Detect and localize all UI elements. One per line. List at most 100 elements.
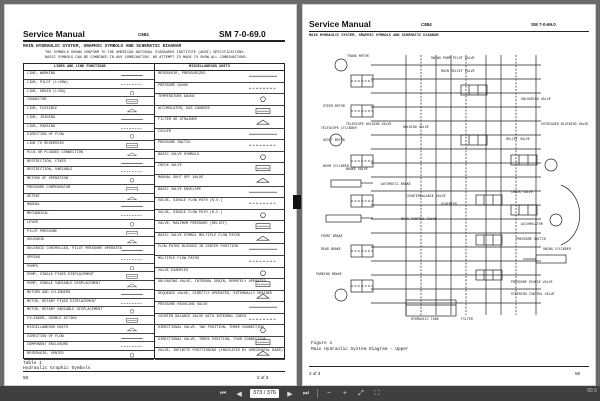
schematic-label: UNLOADING VALVE: [521, 97, 551, 101]
symbol-row: VALVE, SINGLE FLOW PATH (N.C.): [155, 210, 285, 222]
left-section-title: MAIN HYDRAULIC SYSTEM, GRAPHIC SYMBOLS A…: [23, 44, 182, 49]
symbol-graphic-icon: [260, 212, 266, 218]
schematic-label: STEER MOTOR: [323, 104, 345, 108]
symbol-graphic-icon: [126, 318, 138, 323]
schematic-label: RELIEF VALVE: [506, 137, 530, 141]
schematic-label: FRONT BRAKE: [321, 234, 343, 238]
right-brand: Service Manual: [309, 19, 371, 29]
symbol-graphic-icon: [256, 120, 270, 125]
symbol-row: VALVE, SINGLE FLOW PATH (N.O.): [155, 198, 285, 210]
symbol-label: PRESSURE SWITCH: [158, 141, 191, 146]
symbol-label: PUMP, SINGLE VARIABLE DISPLACEMENT: [27, 282, 101, 287]
symbol-graphic-icon: [249, 145, 277, 146]
first-page-button[interactable]: ⏮: [219, 389, 227, 397]
symbol-label: DIRECTIONAL VALVE, THREE POSITION, FOUR …: [158, 337, 266, 342]
symbol-label: DETENT: [27, 194, 40, 199]
schematic-label: CHECK VALVE: [511, 190, 533, 194]
symbol-label: MOTOR, ROTARY VARIABLE DISPLACEMENT: [27, 308, 103, 313]
zoom-out-icon[interactable]: −: [326, 390, 332, 397]
symbol-label: MOTOR, ROTARY FIXED DISPLACEMENT: [27, 299, 97, 304]
symbol-graphic-icon: [121, 215, 143, 216]
symbol-row: LINE, DRAIN (L<5W): [24, 89, 154, 98]
symbol-graphic-icon: [126, 230, 138, 236]
symbol-row: LINE TO RESERVOIR: [24, 141, 154, 150]
symbol-graphic-icon: [121, 337, 143, 339]
table-caption: Hydraulic Graphic Symbols: [23, 366, 91, 371]
figure-label: Figure 1: [311, 341, 333, 346]
symbol-row: VALVE, MAXIMUM PRESSURE (RELIEF): [155, 221, 285, 233]
symbol-row: SOLENOID: [24, 237, 154, 247]
symbol-row: VALVE EXAMPLES: [155, 268, 285, 280]
left-page-number: 58: [23, 375, 29, 380]
fit-page-icon[interactable]: ⤢: [358, 389, 364, 397]
symbol-graphic-icon: [129, 353, 135, 358]
symbol-graphic-icon: [255, 108, 271, 114]
symbol-row: DIRECTIONAL VALVE, TWO POSITION, THREE C…: [155, 325, 285, 337]
symbol-label: FLOW PATHS BLOCKED IN CENTER POSITION: [158, 245, 238, 250]
symbol-graphic-icon: [121, 127, 143, 129]
schematic-label: ACCUMULATOR: [521, 222, 543, 226]
symbol-label: CHECK VALVE: [158, 164, 182, 169]
prev-page-button[interactable]: ◀: [236, 390, 242, 398]
fullscreen-icon[interactable]: ⛶: [374, 389, 380, 397]
symbol-graphic-icon: [129, 309, 135, 314]
page-number-field[interactable]: 373 / 376: [250, 389, 279, 398]
symbol-graphic-icon: [121, 171, 143, 172]
symbol-row: BASIC VALVE SYMBOL MULTIPLE FLOW PATHS: [155, 233, 285, 245]
symbol-label: VALVE, INFINITE POSITIONING (INDICATED B…: [158, 349, 284, 354]
symbol-row: MOTOR, ROTARY FIXED DISPLACEMENT: [24, 299, 154, 308]
symbol-row: MOTORS AND CYLINDERS: [24, 290, 154, 299]
zoom-in-icon[interactable]: +: [342, 390, 348, 397]
schematic-label: SWING CYLINDER: [543, 247, 571, 251]
symbol-graphic-icon: [129, 222, 135, 227]
schematic-label: PRESSURE SWITCH: [516, 237, 546, 241]
last-page-button[interactable]: ⏭: [302, 389, 310, 397]
schematic-label: PRESSURE SOURCE VALVE: [511, 280, 553, 284]
symbol-label: MOTORS AND CYLINDERS: [27, 290, 71, 295]
intro-line-2: BASIC SYMBOLS CAN BE COMBINED IN ANY COM…: [45, 56, 248, 60]
symbol-row: MANUAL: [24, 202, 154, 212]
symbol-graphic-icon: [129, 178, 135, 183]
symbol-row: DIRECTION OF FLOW: [24, 334, 154, 343]
symbol-graphic-icon: [126, 186, 138, 192]
left-page: Service Manual C884 SM 7-0-69.0 MAIN HYD…: [4, 4, 301, 386]
symbol-row: PLUG OR PLUGGED CONNECTION: [24, 150, 154, 159]
symbol-label: COOLER: [158, 129, 171, 134]
schematic-label: TELESCOPE HOLDING VALVE: [346, 122, 392, 126]
symbol-label: PUMPS: [27, 264, 38, 269]
symbol-row: COUNTER BALANCE VALVE WITH INTEGRAL CHEC…: [155, 314, 285, 326]
symbol-row: PILOT PRESSURE: [24, 229, 154, 238]
symbol-row: LINE, FLEXIBLE: [24, 106, 154, 115]
symbol-label: FILTER OR STRAINER: [158, 118, 197, 123]
symbol-graphic-icon: [121, 250, 143, 251]
symbol-label: MANUAL SHUT OFF VALVE: [158, 176, 204, 181]
col-right-header: MISCELLANEOUS UNITS: [189, 65, 230, 69]
schematic-label: MAIN RELIEF VALVE: [441, 69, 475, 73]
symbol-graphic-icon: [129, 90, 135, 95]
symbol-row: RESTRICTION, VARIABLE: [24, 167, 154, 177]
schematic-label: REAR BRAKE: [321, 247, 341, 251]
symbol-graphic-icon: [249, 318, 277, 320]
symbol-label: LINE TO RESERVOIR: [27, 142, 64, 147]
symbol-graphic-icon: [121, 75, 143, 76]
symbol-row: LINE, JOINING: [24, 115, 154, 124]
symbol-label: MECHANICAL: [27, 212, 49, 217]
symbol-row: COMPONENT ENCLOSURE: [24, 342, 154, 352]
symbol-graphic-icon: [249, 203, 277, 204]
symbol-graphic-icon: [260, 269, 266, 276]
symbol-label: DIRECTION OF FLOW: [27, 334, 64, 339]
symbol-label: PRESSURE COMPENSATOR: [27, 185, 71, 190]
symbol-graphic-icon: [126, 196, 138, 200]
zoom-readout: 89.5: [587, 388, 597, 394]
symbol-row: SOLENOID CONTROLLED, PILOT PRESSURE OPER…: [24, 246, 154, 255]
next-page-button[interactable]: ▶: [287, 390, 293, 398]
symbol-label: TEMPERATURE GAUGE: [158, 95, 195, 100]
symbol-label: RESTRICTION, FIXED: [27, 159, 66, 164]
symbol-row: PUMP, SINGLE VARIABLE DISPLACEMENT: [24, 281, 154, 290]
symbol-row: CONNECTOR: [24, 97, 154, 107]
symbol-label: LEVER: [27, 220, 38, 225]
schematic-label: AUTOMATIC BRAKE: [381, 182, 411, 186]
section-tab-marker: [293, 195, 301, 209]
